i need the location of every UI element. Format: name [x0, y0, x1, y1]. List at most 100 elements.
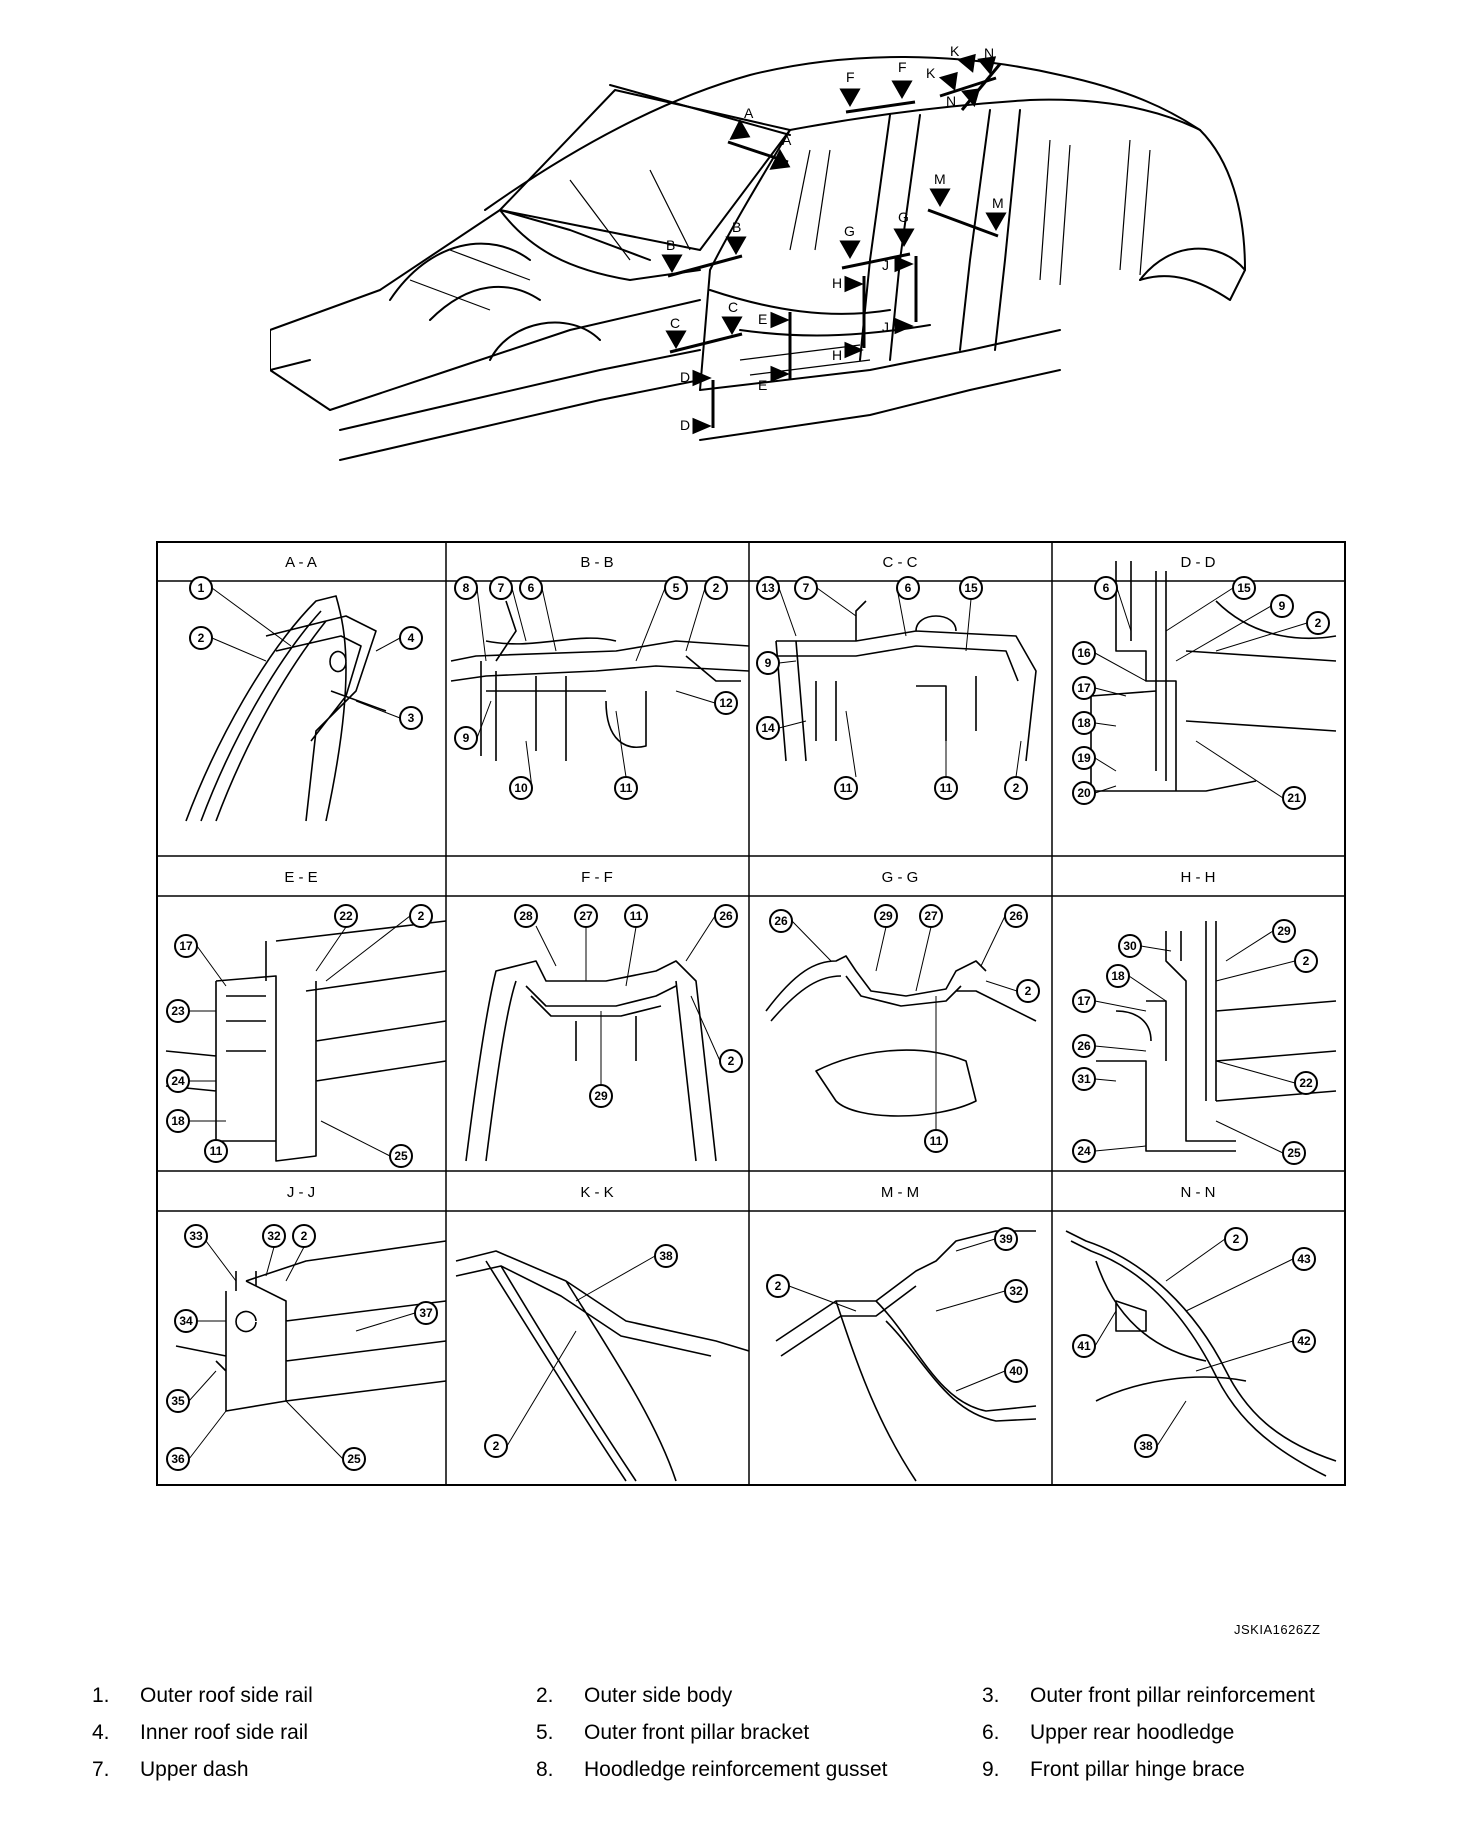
arrow-c1 [665, 330, 687, 350]
svg-text:3: 3 [408, 711, 415, 725]
callout-c-14: 14 [756, 716, 780, 740]
callout-g-26b: 26 [1004, 904, 1028, 928]
arrow-e1 [770, 311, 790, 329]
arrow-k2 [956, 53, 976, 73]
legend-number: 6. [982, 1721, 1000, 1744]
callout-a-1: 1 [189, 576, 213, 600]
svg-text:17: 17 [179, 939, 193, 953]
callout-h-26: 26 [1072, 1034, 1096, 1058]
callout-h-24: 24 [1072, 1139, 1096, 1163]
svg-text:6: 6 [528, 581, 535, 595]
svg-text:34: 34 [179, 1314, 193, 1328]
callout-e-25: 25 [389, 1144, 413, 1168]
callout-d-2: 2 [1306, 611, 1330, 635]
svg-text:22: 22 [1299, 1076, 1313, 1090]
svg-text:19: 19 [1077, 751, 1091, 765]
svg-text:2: 2 [198, 631, 205, 645]
callout-g-2: 2 [1016, 979, 1040, 1003]
svg-text:2: 2 [493, 1439, 500, 1453]
callout-g-29: 29 [874, 904, 898, 928]
callout-f-27: 27 [574, 904, 598, 928]
marker-h2: H [832, 347, 842, 363]
callout-b-5: 5 [664, 576, 688, 600]
callout-n-38: 38 [1134, 1434, 1158, 1458]
svg-text:18: 18 [171, 1114, 185, 1128]
svg-text:13: 13 [761, 581, 775, 595]
svg-text:2: 2 [728, 1054, 735, 1068]
svg-text:32: 32 [267, 1229, 281, 1243]
marker-b1: B [666, 237, 675, 253]
car-body-illustration: A A B B C C D D E E F F G G [270, 43, 1246, 461]
svg-text:37: 37 [419, 1306, 433, 1320]
svg-text:42: 42 [1297, 1334, 1311, 1348]
marker-e1: E [758, 311, 767, 327]
section-title-b: B - B [580, 554, 613, 571]
section-title-n: N - N [1181, 1184, 1216, 1201]
legend-number: 5. [536, 1721, 554, 1744]
legend-number: 8. [536, 1758, 554, 1781]
marker-d1: D [680, 369, 690, 385]
svg-text:10: 10 [514, 781, 528, 795]
marker-n1: N [946, 93, 956, 109]
drawing-f-f [465, 960, 717, 1162]
section-title-k: K - K [580, 1184, 613, 1201]
dash-panel [499, 209, 701, 281]
marker-b2: B [732, 219, 741, 235]
svg-text:27: 27 [924, 909, 938, 923]
svg-text:35: 35 [171, 1394, 185, 1408]
section-line-c [669, 332, 743, 354]
arrow-f2 [891, 80, 913, 100]
rocker-sill [699, 329, 1061, 391]
arrow-n1 [961, 88, 981, 108]
parts-legend: 1. Outer roof side rail 2. Outer side bo… [0, 1676, 1472, 1816]
callout-d-15: 15 [1232, 576, 1256, 600]
callout-d-21: 21 [1282, 786, 1306, 810]
svg-text:38: 38 [1139, 1439, 1153, 1453]
roof-rail [789, 98, 1201, 131]
callout-e-11: 11 [204, 1139, 228, 1163]
callout-h-30: 30 [1118, 934, 1142, 958]
c-pillar [959, 109, 1021, 351]
callout-e-24: 24 [166, 1069, 190, 1093]
callout-a-3: 3 [399, 706, 423, 730]
callout-b-12: 12 [714, 691, 738, 715]
marker-k2: K [950, 43, 960, 59]
svg-text:18: 18 [1111, 969, 1125, 983]
callout-e-22: 22 [334, 904, 358, 928]
svg-text:16: 16 [1077, 646, 1091, 660]
marker-j1: J [882, 257, 889, 273]
callout-b-9: 9 [454, 726, 478, 750]
callout-b-11: 11 [614, 776, 638, 800]
section-title-a: A - A [285, 554, 317, 571]
marker-c1: C [670, 315, 680, 331]
callout-b-10: 10 [509, 776, 533, 800]
callout-b-7: 7 [489, 576, 513, 600]
callout-g-11: 11 [924, 1129, 948, 1153]
arrow-f1 [839, 88, 861, 108]
svg-text:7: 7 [803, 581, 810, 595]
callout-c-2: 2 [1004, 776, 1028, 800]
svg-text:26: 26 [774, 914, 788, 928]
callout-c-11b: 11 [934, 776, 958, 800]
legend-number: 4. [92, 1721, 110, 1744]
svg-text:7: 7 [498, 581, 505, 595]
svg-text:26: 26 [719, 909, 733, 923]
svg-text:32: 32 [1009, 1284, 1023, 1298]
callout-n-43: 43 [1292, 1247, 1316, 1271]
callout-n-41: 41 [1072, 1334, 1096, 1358]
legend-label: Outer roof side rail [140, 1684, 313, 1707]
svg-text:17: 17 [1077, 994, 1091, 1008]
arrow-k1 [938, 71, 958, 91]
arrow-h1 [844, 275, 864, 293]
svg-text:11: 11 [840, 781, 853, 795]
callout-h-22: 22 [1294, 1071, 1318, 1095]
marker-k1: K [926, 65, 936, 81]
section-title-j: J - J [287, 1184, 315, 1201]
front-rail-lower [329, 299, 701, 411]
svg-text:11: 11 [620, 781, 633, 795]
section-line-b [667, 254, 743, 278]
roof-outline [484, 56, 1201, 211]
section-views-grid: A - A B - B C - C D - D E - E F - F G - … [156, 541, 1346, 1486]
callout-f-11: 11 [624, 904, 648, 928]
callout-c-13: 13 [756, 576, 780, 600]
